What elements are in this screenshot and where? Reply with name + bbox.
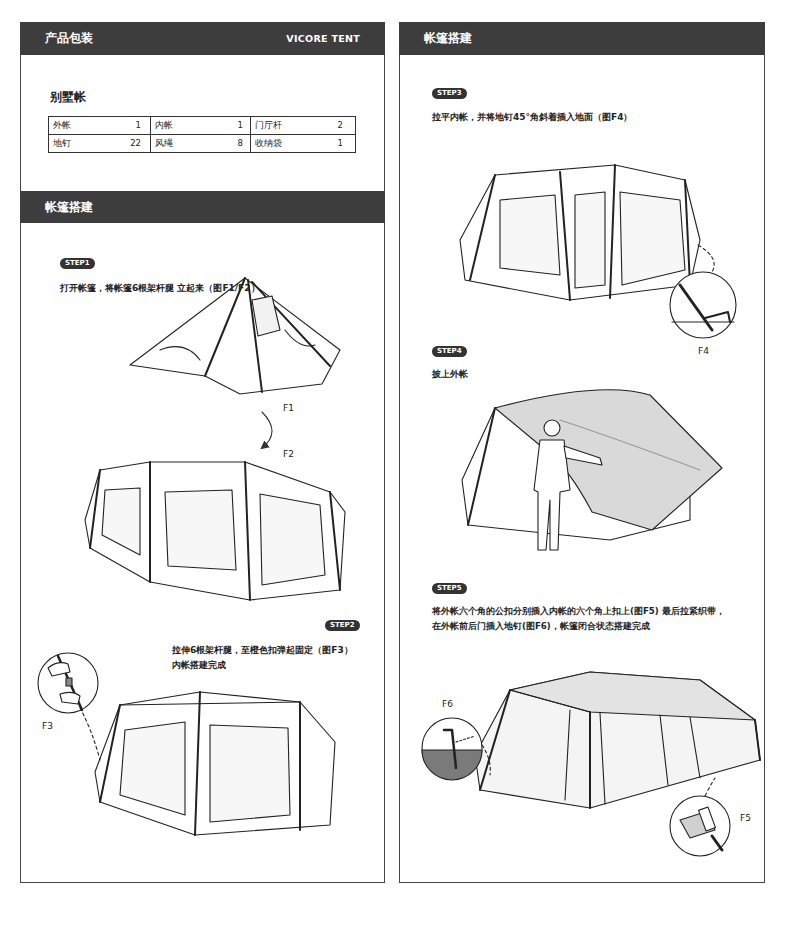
tent-step4	[462, 390, 722, 550]
step-badge: STEP5	[432, 583, 467, 594]
detail-f5	[670, 778, 730, 856]
tent-f2	[85, 462, 345, 600]
table-quantity: 22	[101, 134, 141, 152]
panel-frame	[21, 23, 385, 883]
tent-f4	[460, 165, 700, 300]
figure-number: F2	[283, 449, 294, 459]
step-label: STEP5	[437, 583, 462, 594]
step-text: 拉平内帐，并将地钉45°角斜着插入地面（图F4）	[432, 110, 732, 125]
table-part: 内帐	[155, 116, 173, 134]
table-quantity: 2	[303, 116, 343, 134]
step-text: 拉伸6根架杆腿，至橙色扣弹起固定（图F3） 内帐搭建完成	[172, 643, 377, 673]
table-quantity: 1	[203, 116, 243, 134]
figure-number: F4	[698, 346, 709, 356]
header-band: 帐篷搭建	[20, 191, 385, 223]
detail-f3	[38, 653, 100, 760]
table-part: 风绳	[155, 134, 173, 152]
table-part: 收纳袋	[255, 134, 282, 152]
table-part: 地钉	[53, 134, 71, 152]
figure-number: F3	[42, 721, 53, 731]
figure-number: F5	[740, 813, 751, 823]
tent-final	[475, 672, 760, 808]
tent-f1	[130, 278, 340, 394]
product-name: 别墅帐	[50, 89, 86, 106]
detail-f6	[422, 718, 490, 780]
table-quantity: 1	[303, 134, 343, 152]
section-heading: 产品包装	[45, 22, 93, 55]
section-heading: 帐篷搭建	[45, 191, 93, 223]
step-label: STEP4	[437, 346, 462, 357]
step-text: 披上外帐	[432, 368, 468, 381]
step-label: STEP2	[330, 620, 355, 631]
table-part: 门厅杆	[255, 116, 282, 134]
section-heading: 帐篷搭建	[424, 22, 472, 55]
step-label: STEP3	[437, 88, 462, 99]
sequence-arrow	[262, 412, 272, 448]
header-band: 产品包装 VICORE TENT	[20, 22, 385, 55]
table-quantity: 1	[101, 116, 141, 134]
table-part: 外帐	[53, 116, 71, 134]
step-badge: STEP2	[325, 620, 360, 631]
detail-f4	[670, 245, 736, 338]
header-band: 帐篷搭建	[399, 22, 765, 55]
figure-number: F6	[442, 699, 453, 709]
step-text: 将外帐六个角的公扣分别插入内帐的六个角上扣上(图F5) 最后拉紧织带，在外帐前后…	[432, 604, 750, 634]
panel-frame	[400, 23, 765, 883]
step-badge: STEP1	[60, 258, 95, 269]
brand-name: VICORE TENT	[286, 22, 360, 55]
step-badge: STEP4	[432, 346, 467, 357]
figure-number: F1	[283, 403, 294, 413]
step-label: STEP1	[65, 258, 90, 269]
step-badge: STEP3	[432, 88, 467, 99]
parts-table-grid	[49, 117, 356, 153]
tent-f3	[95, 692, 335, 835]
table-quantity: 8	[203, 134, 243, 152]
step-text: 打开帐篷，将帐篷6根架杆腿 立起来（图F1/F2）	[60, 281, 260, 296]
